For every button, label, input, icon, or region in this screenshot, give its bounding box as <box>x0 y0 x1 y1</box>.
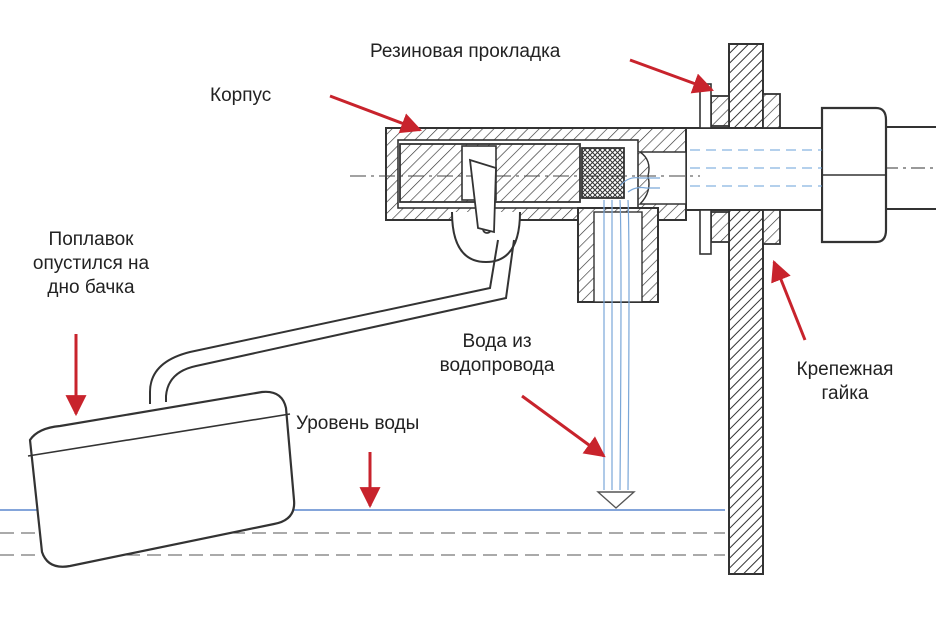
threaded-stem <box>679 127 823 211</box>
label-water-level: Уровень воды <box>296 413 420 434</box>
float <box>27 390 296 568</box>
label-water-supply: Вода из водопровода <box>439 331 555 376</box>
pointer-arrows <box>65 58 807 509</box>
arrow-gasket <box>629 58 714 94</box>
stream-arrowhead <box>596 491 636 509</box>
coupling-nut <box>820 106 888 244</box>
lever-hinge <box>451 158 521 264</box>
rubber-gasket <box>710 95 730 243</box>
tank-wall <box>728 43 764 575</box>
piston <box>399 143 625 203</box>
label-body: Корпус <box>210 85 272 106</box>
label-float: Поплавок опустился на дно бачка <box>32 229 150 298</box>
float-rod <box>149 239 515 404</box>
label-gasket: Резиновая прокладка <box>370 41 561 62</box>
arrow-nut <box>771 260 807 341</box>
arrow-body <box>329 94 422 134</box>
label-nut: Крепежная гайка <box>796 359 894 404</box>
arrow-water-supply <box>521 394 606 458</box>
supply-pipe <box>884 126 936 210</box>
